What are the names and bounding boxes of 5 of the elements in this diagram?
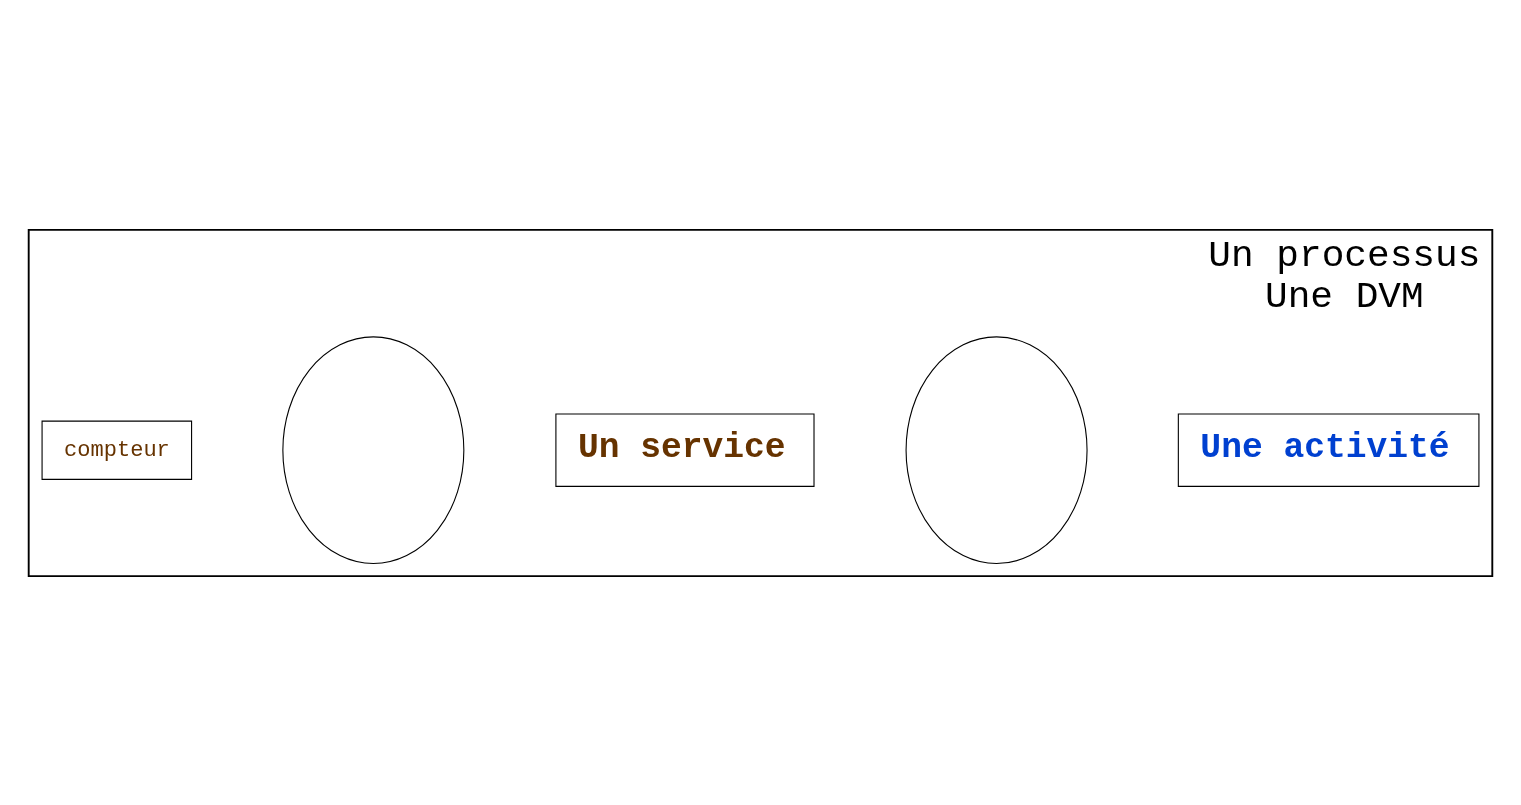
node-box: Une activité <box>1177 412 1480 487</box>
node-box: Un service <box>555 412 815 487</box>
node-circle <box>282 335 465 564</box>
node-box: compteur <box>41 420 193 480</box>
node-circle <box>905 335 1088 564</box>
